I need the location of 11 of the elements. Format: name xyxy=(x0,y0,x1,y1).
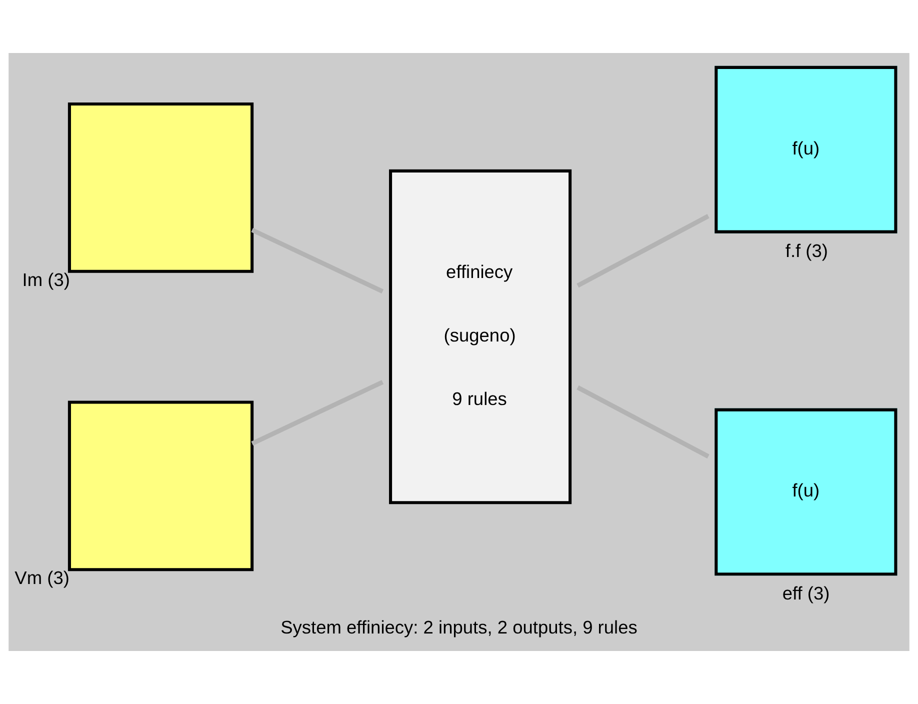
node-label: Im (3) xyxy=(22,268,70,290)
node-label: Vm (3) xyxy=(14,567,70,588)
node-label: f.f (3) xyxy=(785,240,828,262)
caption: System effiniecy: 2 inputs, 2 outputs, 9 rules xyxy=(280,616,638,638)
connector xyxy=(576,385,710,458)
node-box xyxy=(68,102,254,273)
connector xyxy=(251,228,384,294)
node-box xyxy=(68,400,254,572)
node-label: eff (3) xyxy=(782,582,830,604)
connector xyxy=(251,380,384,446)
connector xyxy=(576,214,710,288)
